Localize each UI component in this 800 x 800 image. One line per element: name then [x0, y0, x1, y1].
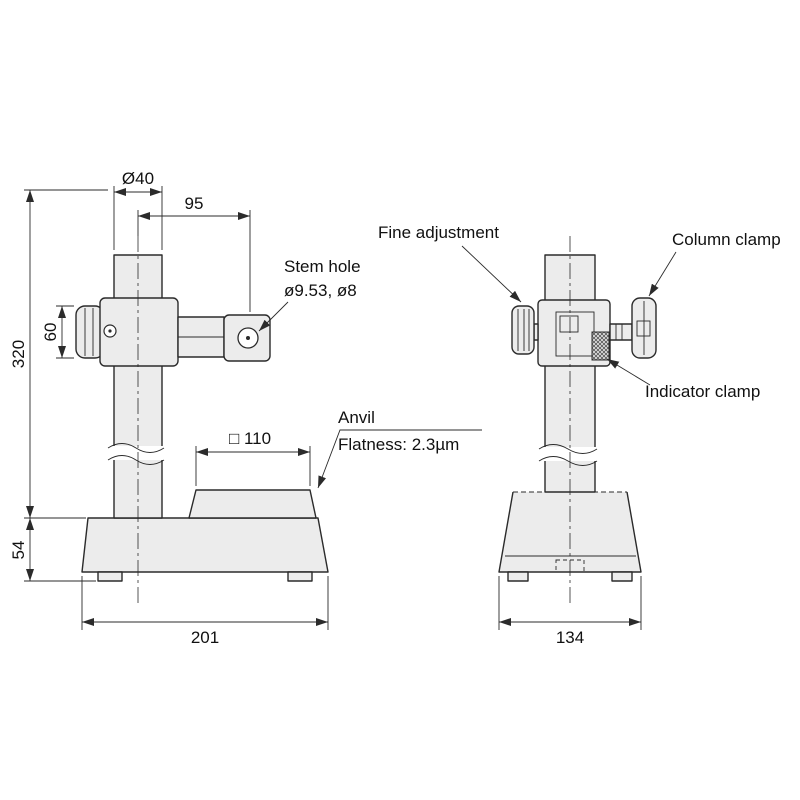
stem-hole-leader [258, 301, 289, 332]
dim-anvil-size: □ 110 [229, 429, 271, 448]
side-fine-adjustment-knurl [517, 309, 530, 351]
indicator-clamp-leader [606, 358, 651, 386]
front-clamp-screw-dot [108, 329, 112, 333]
side-column-clamp-shaft [609, 323, 633, 341]
side-column-clamp-shaft-lines [615, 324, 623, 340]
dim-arm-offset: 95 [185, 194, 204, 213]
anvil-callout: Anvil Flatness: 2.3µm [317, 408, 482, 489]
dim-base-height-group: 54 [9, 518, 96, 582]
fine-adjustment-leader [461, 245, 522, 303]
dim-front-base-width-group: 201 [81, 576, 329, 647]
dim-clamp-height-group: 60 [41, 305, 74, 359]
dim-side-base-width-group: 134 [498, 576, 642, 647]
front-anvil [188, 489, 317, 519]
anvil-leader [317, 429, 482, 489]
front-clamp-knob-knurl [84, 308, 94, 356]
front-base-foot-right [287, 571, 313, 582]
dim-base-height: 54 [9, 541, 28, 560]
front-column-break-line [107, 443, 165, 453]
dim-anvil-size-group: □ 110 [195, 429, 311, 486]
side-clamp-inner-block [559, 315, 579, 333]
anvil-label: Anvil [338, 408, 375, 427]
front-column-break-line [107, 455, 165, 465]
side-column-clamp-knob-detail [636, 320, 651, 337]
dim-arm-offset-group: 95 [137, 194, 251, 312]
side-view: Fine adjustment Column clamp Indicator c… [378, 223, 781, 647]
column-clamp-callout: Column clamp [648, 230, 781, 297]
side-column-break-line [538, 456, 598, 466]
fine-adjustment-callout: Fine adjustment [378, 223, 522, 303]
dim-side-base-width: 134 [556, 628, 584, 647]
dim-column-height: 320 [9, 340, 28, 368]
dim-top-diameter: Ø40 [122, 169, 154, 188]
front-base-foot-left [97, 571, 123, 582]
stem-hole-callout: Stem hole ø9.53, ø8 [258, 257, 361, 332]
side-base-foot-right [611, 571, 633, 582]
side-base [499, 492, 641, 572]
indicator-clamp-label: Indicator clamp [645, 382, 760, 401]
column-clamp-leader [648, 251, 677, 297]
dim-front-base-width: 201 [191, 628, 219, 647]
side-indicator-clamp-knob [591, 331, 610, 361]
dim-clamp-height: 60 [41, 323, 60, 342]
side-column-break-line [538, 444, 598, 454]
fine-adjustment-label: Fine adjustment [378, 223, 499, 242]
dim-column-height-group: 320 [9, 189, 108, 519]
stem-hole-label: Stem hole [284, 257, 361, 276]
side-fine-adjustment-knob [511, 305, 535, 355]
indicator-clamp-callout: Indicator clamp [606, 358, 760, 401]
stem-hole-sizes: ø9.53, ø8 [284, 281, 357, 300]
side-base-foot-left [507, 571, 529, 582]
front-stem-hole-dot [246, 336, 250, 340]
front-view: Ø40 95 60 320 54 □ 1 [9, 169, 482, 647]
front-base [81, 517, 329, 573]
anvil-flatness-label: Flatness: 2.3µm [338, 435, 459, 454]
column-clamp-label: Column clamp [672, 230, 781, 249]
